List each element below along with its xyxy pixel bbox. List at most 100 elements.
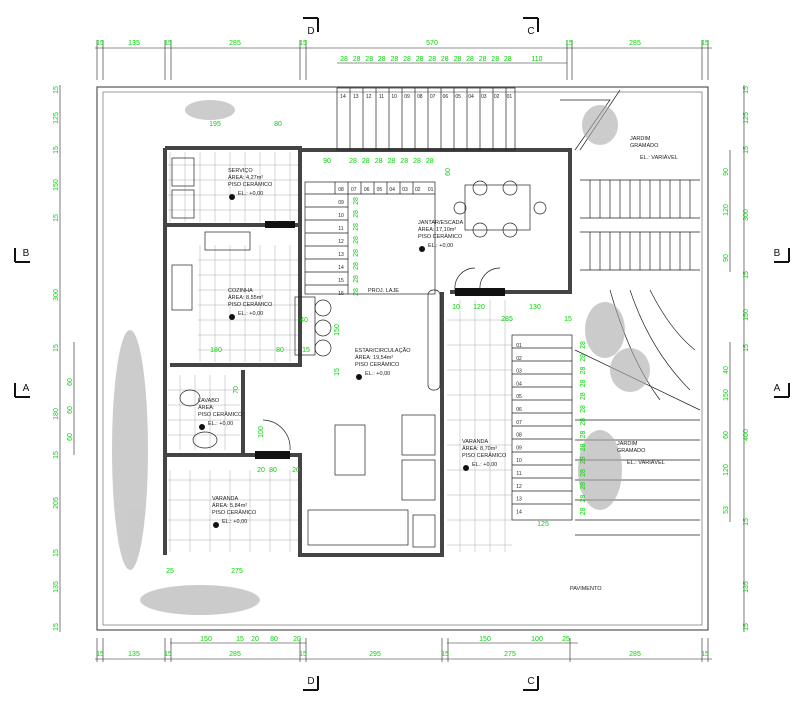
dimension-label-top: 15	[96, 40, 104, 47]
room-floor: PISO CERÂMICO	[228, 181, 273, 188]
dimension-label-interior: 70	[233, 386, 240, 394]
stair-step-number: 07	[516, 420, 522, 426]
room-name: SERVIÇO	[228, 168, 253, 174]
floor-tiles	[168, 152, 512, 552]
dimension-label-stair: 28	[580, 341, 587, 349]
dimension-label-top: 570	[426, 40, 438, 47]
dimension-label-stair: 28	[365, 56, 373, 63]
room-floor: PISO CERÂMICO	[355, 361, 400, 368]
dimension-label-interior: 80	[274, 121, 282, 128]
dimension-label-right: 15	[743, 146, 750, 154]
room-area: ÁREA: 8,55m²	[228, 294, 263, 301]
dimension-label-stair: 28	[400, 158, 408, 165]
dimension-label-stair: 28	[426, 158, 434, 165]
dimension-label-left: 15	[53, 549, 60, 557]
dimension-label-stair: 28	[454, 56, 462, 63]
dimension-label-left: 15	[53, 344, 60, 352]
room-area: ÁREA: 17,10m²	[418, 226, 456, 233]
stair-step-number: 08	[338, 187, 344, 193]
dimension-label-bottom-inner: 100	[531, 636, 543, 643]
stair-step-number: 11	[379, 94, 384, 100]
stair-step-number: 01	[507, 94, 513, 100]
dimension-label-right-inner: 150	[723, 389, 730, 401]
stair-step-number: 05	[455, 94, 461, 100]
stair-step-number: 11	[516, 471, 521, 477]
dimension-label-stair: 28	[403, 56, 411, 63]
dimension-label-stair: 28	[416, 56, 424, 63]
room-floor: PISO CERÂMICO	[418, 233, 463, 240]
stair-step-number: 08	[516, 433, 522, 439]
dimension-label-left: 15	[53, 86, 60, 94]
stair-step-number: 06	[516, 407, 522, 413]
room-elevation: EL.: +0,00	[428, 243, 453, 249]
room-elevation: EL.: +0,00	[208, 421, 233, 427]
room-area: ÁREA: 4,27m²	[228, 174, 263, 181]
garden-name: JARDIM	[630, 136, 651, 142]
stair-step-number: 09	[404, 94, 410, 100]
dimension-label-right: 15	[743, 344, 750, 352]
stair-step-number: 01	[516, 343, 522, 349]
dimension-label-interior: 90	[323, 158, 331, 165]
dimension-label-right-inner: 120	[723, 464, 730, 476]
dimension-label-stair: 28	[580, 405, 587, 413]
dimension-label-bottom-inner: 15	[236, 636, 244, 643]
dimension-label-interior: 130	[529, 304, 541, 311]
room-name: LAVABO	[198, 398, 220, 404]
dimension-label-right: 15	[743, 518, 750, 526]
stair-step-number: 13	[338, 252, 344, 258]
stair-step-number: 12	[366, 94, 372, 100]
dimension-label-stair: 28	[349, 158, 357, 165]
dimension-label-stair: 28	[580, 469, 587, 477]
dimension-label-right: 15	[743, 271, 750, 279]
dimension-label-bottom: 15	[299, 651, 307, 658]
lot-boundary	[96, 86, 709, 631]
dimension-label-interior: 20	[257, 467, 265, 474]
room-elevation: EL.: +0,00	[472, 462, 497, 468]
stair-step-number: 02	[494, 94, 500, 100]
dimension-label-interior: 25	[166, 568, 174, 575]
dimension-label-top: 285	[229, 40, 241, 47]
dimension-label-bottom: 285	[229, 651, 241, 658]
stair-step-number: 10	[516, 458, 522, 464]
stair-step-number: 09	[516, 445, 522, 451]
dimension-label-bottom: 295	[369, 651, 381, 658]
dimension-label-bottom-inner: 25	[562, 636, 570, 643]
dimension-label-right-inner: 53	[723, 506, 730, 514]
stairs	[304, 87, 573, 521]
proj-laje-label: PROJ. LAJE	[368, 288, 399, 294]
dimension-label-stair: 110	[531, 56, 542, 63]
dimension-label-right: 15	[743, 623, 750, 631]
dimension-label-bottom: 15	[701, 651, 709, 658]
dimension-label-stair: 28	[580, 431, 587, 439]
dimension-label-stair: 28	[580, 354, 587, 362]
pavimento-label: PAVIMENTO	[570, 586, 602, 592]
stair-step-number: 05	[377, 187, 383, 193]
stair-step-number: 05	[516, 394, 522, 400]
stair-step-number: 02	[516, 356, 522, 362]
stair-step-number: 11	[338, 226, 343, 232]
dimension-label-stair: 28	[479, 56, 487, 63]
stair-step-number: 09	[338, 200, 344, 206]
stair-step-number: 14	[338, 265, 344, 271]
dimension-label-interior: 275	[231, 568, 243, 575]
dimension-label-left: 15	[53, 623, 60, 631]
stair-step-number: 14	[340, 94, 346, 100]
dimension-label-stair: 28	[491, 56, 499, 63]
dimension-label-stair: 28	[580, 507, 587, 515]
dimension-label-interior: 80	[269, 467, 277, 474]
dimension-label-stair: 28	[353, 236, 360, 244]
garden-elevation: EL.: VARIÁVEL	[640, 154, 678, 161]
dimension-label-interior: 125	[537, 521, 549, 528]
room-elevation: EL.: +0,00	[365, 371, 390, 377]
dimension-label-right-inner: 90	[723, 168, 730, 176]
dimension-label-stair: 28	[580, 418, 587, 426]
dimension-label-bottom: 15	[96, 651, 104, 658]
room-name: ESTAR/CIRCULAÇÃO	[355, 347, 411, 354]
dimension-label-top: 15	[164, 40, 172, 47]
dimension-label-left: 180	[53, 408, 60, 420]
dimension-label-interior: 10	[452, 304, 460, 311]
dimension-label-top: 15	[299, 40, 307, 47]
dimension-label-stair: 28	[378, 56, 386, 63]
level-marker-icon	[229, 314, 235, 320]
